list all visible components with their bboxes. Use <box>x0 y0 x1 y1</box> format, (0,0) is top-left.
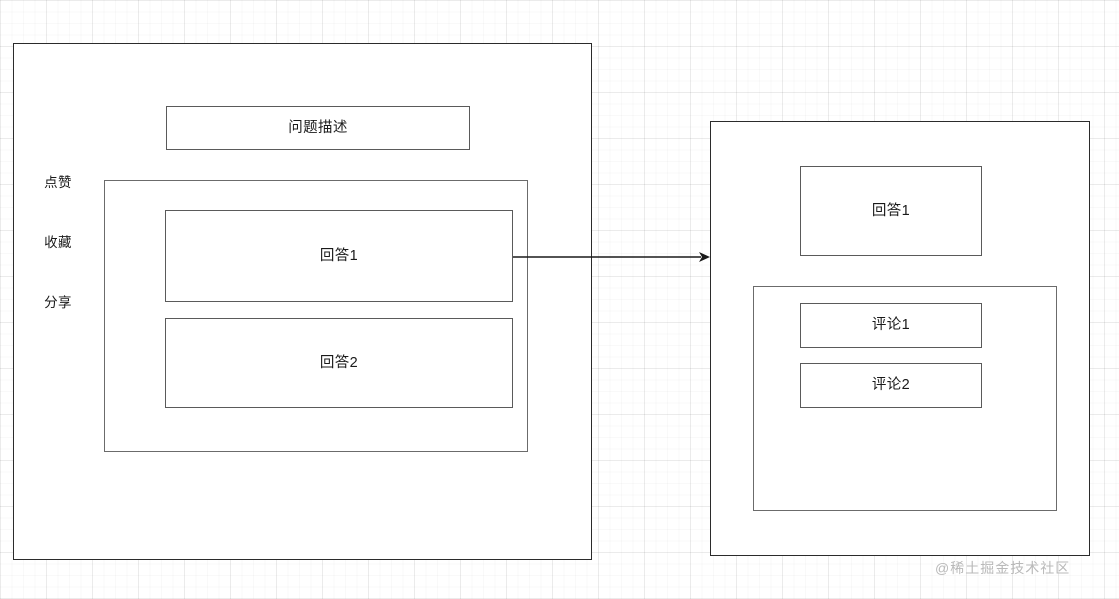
answer-1-box[interactable]: 回答1 <box>165 210 513 302</box>
comment-1-label: 评论1 <box>871 317 911 334</box>
answer-1-detail-label: 回答1 <box>871 202 911 219</box>
answer-1-label: 回答1 <box>319 247 359 264</box>
arrow-head-icon <box>699 252 710 262</box>
comment-1-box[interactable]: 评论1 <box>800 303 982 348</box>
question-description-box[interactable]: 问题描述 <box>166 106 470 150</box>
watermark-text: @稀土掘金技术社区 <box>935 560 1071 576</box>
answer-2-label: 回答2 <box>319 354 359 371</box>
question-description-label: 问题描述 <box>288 119 348 136</box>
comment-2-label: 评论2 <box>871 377 911 394</box>
comment-2-box[interactable]: 评论2 <box>800 363 982 408</box>
answer-2-box[interactable]: 回答2 <box>165 318 513 408</box>
side-label-favorite[interactable]: 收藏 <box>44 235 72 250</box>
side-label-share[interactable]: 分享 <box>44 295 72 310</box>
answer-1-detail-box[interactable]: 回答1 <box>800 166 982 256</box>
side-label-like[interactable]: 点赞 <box>44 175 72 190</box>
